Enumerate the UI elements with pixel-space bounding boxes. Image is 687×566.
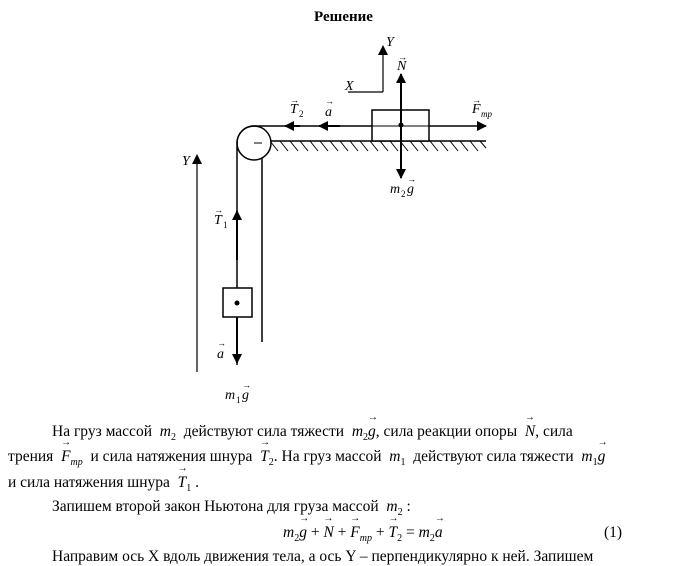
m1g-label-g: g <box>242 388 249 403</box>
svg-text:→: → <box>398 52 407 62</box>
T2-label: T <box>290 102 299 117</box>
physics-diagram: Y X Y N → T 2 → a → F тр → m 2 g → T 1 →… <box>182 35 492 405</box>
svg-text:→: → <box>214 205 223 215</box>
Ftr-label: F <box>471 102 481 117</box>
svg-text:→: → <box>290 95 299 105</box>
svg-text:→: → <box>325 96 334 106</box>
Ftr-label-sub: тр <box>481 109 492 119</box>
axis-y-top-label: Y <box>386 35 396 50</box>
horizontal-surface <box>261 140 487 342</box>
axis-x-top-label: X <box>344 79 354 94</box>
m1g-label-sub: 1 <box>236 395 241 405</box>
T2-label-sub: 2 <box>299 109 304 119</box>
m2g-label-m: m <box>390 182 400 197</box>
block-m1 <box>222 287 253 318</box>
paragraph-1-line-2: трения Fтр и сила натяжения шнура T2. На… <box>8 437 607 468</box>
T1-label: T <box>214 213 223 228</box>
svg-text:→: → <box>242 380 251 390</box>
m2g-label-g: g <box>407 182 414 197</box>
paragraph-2: Запишем второй закон Ньютона для груза м… <box>52 498 411 519</box>
a-bottom-label: a <box>217 347 224 362</box>
solution-heading: Решение <box>314 9 373 25</box>
equation-1: m2g + N + Fтр + T2 = m2a <box>283 513 445 544</box>
paragraph-3: Направим ось X вдоль движения тела, а ос… <box>52 548 594 565</box>
m1g-label-m: m <box>225 388 235 403</box>
svg-text:→: → <box>407 174 416 184</box>
axis-y-left-label: Y <box>182 154 192 169</box>
m2g-label-sub: 2 <box>401 189 406 199</box>
svg-text:→: → <box>472 95 481 105</box>
paragraph-1-line-1: На груз массой m2 действуют сила тяжести… <box>52 412 573 443</box>
N-label: N <box>396 59 407 74</box>
axes-xy-top <box>348 45 388 93</box>
a-top-label: a <box>325 105 332 120</box>
rope <box>236 125 372 365</box>
equation-number: (1) <box>604 524 623 541</box>
T1-label-sub: 1 <box>223 220 228 230</box>
paragraph-1-line-3: и сила натяжения шнура T1 . <box>8 463 199 494</box>
svg-text:→: → <box>217 338 226 348</box>
